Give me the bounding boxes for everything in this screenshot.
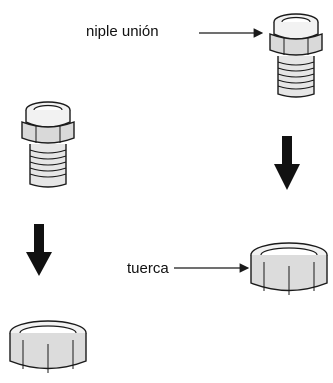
down-arrow-right <box>274 136 300 190</box>
nipple-union-left <box>21 101 75 188</box>
nipple-union-label: niple unión <box>86 23 159 40</box>
nipple-union-top-right <box>269 13 323 98</box>
nut-label: tuerca <box>127 260 169 277</box>
down-arrow-left <box>26 224 52 276</box>
nut-left <box>9 320 87 373</box>
nut-right <box>250 242 328 295</box>
